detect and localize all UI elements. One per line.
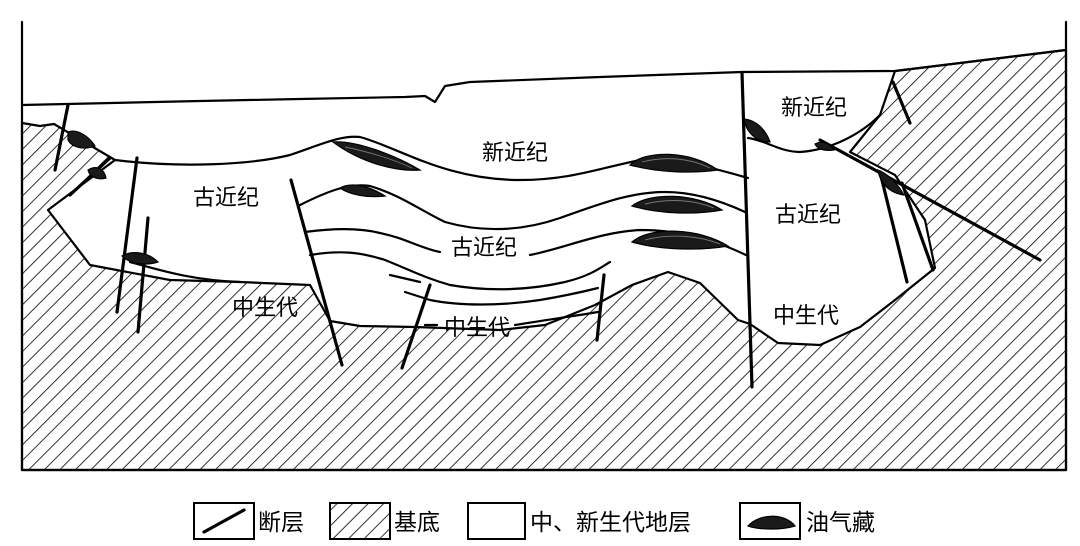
reservoir-11 <box>877 169 906 196</box>
fault-3 <box>115 156 139 314</box>
reservoir-1 <box>67 130 96 149</box>
legend-fault-label: 断层 <box>258 510 304 536</box>
legend-reservoir-icon <box>746 515 797 530</box>
mesozoic-left-bed <box>128 260 242 284</box>
legend-reservoir-label: 油气藏 <box>806 510 875 536</box>
label-paleogene-right: 古近纪 <box>775 203 841 228</box>
mesozoic-bed-1 <box>388 273 600 306</box>
fault-1 <box>53 103 70 172</box>
reservoir-3 <box>121 252 160 265</box>
label-mesozoic-center: 中生代 <box>444 316 510 341</box>
legend-basement-label: 基底 <box>394 510 440 536</box>
mesozoic-bed-2 <box>423 310 600 327</box>
fault-10 <box>900 181 935 272</box>
reservoirs <box>67 118 906 265</box>
reservoir-10 <box>814 141 835 151</box>
basement-main <box>20 48 1068 472</box>
fault-9 <box>878 170 909 284</box>
paleogene-bed-1 <box>298 184 747 231</box>
fault-11 <box>891 80 912 125</box>
fault-6 <box>400 283 432 370</box>
reservoir-7 <box>630 195 724 214</box>
ground-surface <box>20 48 1068 107</box>
label-neogene-center: 新近纪 <box>482 141 548 166</box>
reservoir-2 <box>87 167 107 180</box>
label-mesozoic-left: 中生代 <box>232 296 298 321</box>
reservoir-9 <box>743 118 771 143</box>
legend-fault-icon <box>202 508 246 534</box>
fault-7 <box>595 273 606 342</box>
reservoir-5 <box>338 184 387 198</box>
label-neogene-right: 新近纪 <box>781 96 847 121</box>
reservoir-6 <box>628 153 720 173</box>
label-mesozoic-right: 中生代 <box>773 304 839 329</box>
fault-2 <box>68 156 112 197</box>
reservoir-8 <box>630 230 730 250</box>
fault-8 <box>740 71 754 389</box>
legend-basement-swatch <box>329 502 391 540</box>
neogene-right-base <box>746 113 882 154</box>
legend-strata-swatch <box>467 502 526 540</box>
fault-4 <box>136 216 150 334</box>
label-paleogene-center: 古近纪 <box>451 236 517 261</box>
legend: 断层 基底 中、新生代地层 油气藏 <box>193 502 875 540</box>
fault-12 <box>818 138 1042 262</box>
legend-strata-label: 中、新生代地层 <box>530 510 691 536</box>
fault-5 <box>289 178 344 367</box>
label-paleogene-left: 古近纪 <box>193 186 259 211</box>
paleogene-bed-3 <box>308 251 612 291</box>
